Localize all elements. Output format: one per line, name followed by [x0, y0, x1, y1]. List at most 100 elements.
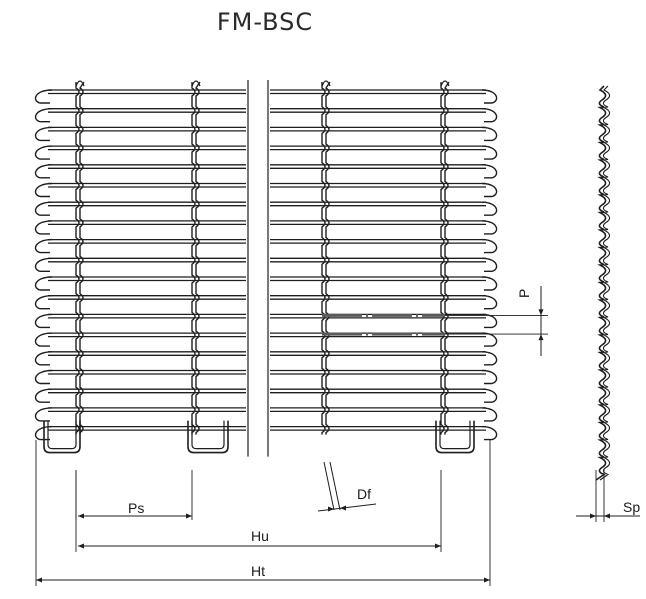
dimension-lines — [35, 286, 640, 586]
edge-hook-right — [481, 126, 498, 142]
edge-hook-left — [34, 313, 53, 329]
link-strand-outer — [195, 81, 201, 435]
hu-label: Hu — [251, 528, 269, 544]
edge-hook-right — [481, 145, 498, 160]
belt-row — [34, 220, 498, 235]
belt-row — [34, 407, 498, 422]
link-strand-outer — [325, 81, 331, 435]
edge-hook-right — [481, 332, 498, 347]
sp-label: Sp — [623, 499, 640, 515]
belt-row — [34, 369, 498, 385]
edge-hook-left — [34, 89, 53, 104]
df-dimension — [317, 503, 377, 512]
edge-hook-left — [34, 295, 53, 310]
dimension-arrow — [340, 505, 346, 511]
edge-hook-left — [34, 351, 53, 366]
belt-row — [34, 89, 498, 104]
dimension-arrow — [328, 506, 334, 512]
side-spiral-outer — [599, 85, 611, 481]
link-strand — [440, 82, 445, 435]
bottom-loop — [435, 420, 475, 454]
belt-row — [34, 295, 498, 310]
bottom-loop — [43, 420, 81, 454]
edge-hook-right — [481, 164, 498, 179]
edge-hook-left — [34, 201, 53, 216]
strand-cap — [440, 80, 450, 87]
edge-hook-right — [481, 295, 498, 310]
edge-hook-left — [34, 126, 53, 142]
belt-row — [34, 145, 498, 160]
belt-row — [34, 276, 498, 291]
edge-hook-left — [34, 108, 53, 123]
bottom-loop — [187, 420, 229, 454]
dimension-arrow — [538, 334, 544, 341]
side-spiral — [595, 85, 607, 481]
edge-hook-right — [481, 313, 498, 329]
strand-cap — [191, 80, 201, 87]
edge-hook-left — [34, 182, 53, 198]
df-label: Df — [357, 486, 371, 502]
edge-hook-left — [34, 407, 53, 422]
edge-hook-right — [481, 257, 498, 272]
edge-hook-right — [481, 388, 498, 403]
dimension-arrow — [78, 513, 84, 519]
belt-row — [34, 388, 498, 403]
link-strand — [75, 82, 80, 435]
edge-hook-left — [34, 145, 53, 160]
link-strand-outer — [79, 81, 85, 435]
edge-hook-right — [481, 238, 498, 254]
dimension-arrow — [538, 309, 544, 316]
edge-hook-right — [481, 108, 498, 123]
edge-hook-right — [481, 369, 498, 385]
edge-hook-left — [34, 257, 53, 272]
bottom-loop-inner — [47, 420, 77, 450]
df-leader — [323, 461, 335, 511]
strand-cap — [75, 80, 85, 87]
belt-row — [34, 201, 498, 216]
edge-hook-left — [34, 388, 53, 403]
dimension-arrow — [78, 543, 84, 549]
belt-row — [34, 351, 498, 366]
belt-row — [34, 126, 498, 142]
strand-cap — [321, 80, 331, 87]
dimension-arrow — [435, 543, 441, 549]
side-view — [595, 85, 611, 481]
edge-hook-left — [34, 276, 53, 291]
dimension-arrow — [590, 513, 596, 519]
p-label: P — [516, 289, 532, 298]
edge-hook-right — [481, 425, 498, 441]
ps-label: Ps — [128, 500, 144, 516]
link-strand-outer — [444, 81, 450, 435]
edge-hook-left — [34, 164, 53, 179]
edge-hook-left — [34, 425, 53, 441]
link-strand — [191, 82, 196, 435]
edge-hook-right — [481, 220, 498, 235]
belt-row — [34, 164, 498, 179]
edge-hook-right — [481, 182, 498, 198]
ht-label: Ht — [251, 563, 265, 579]
dimension-arrow — [186, 513, 192, 519]
diagram-title: FM-BSC — [216, 8, 314, 36]
front-view — [34, 80, 498, 457]
edge-hook-right — [481, 276, 498, 291]
link-strand — [321, 82, 326, 435]
belt-row — [34, 238, 498, 254]
edge-hook-right — [481, 201, 498, 216]
edge-hook-right — [481, 407, 498, 422]
edge-hook-right — [481, 351, 498, 366]
bottom-loop-inner — [191, 420, 225, 450]
belt-row — [34, 108, 498, 123]
dimension-arrow — [36, 577, 42, 583]
bottom-loop-inner — [439, 420, 471, 450]
edge-hook-right — [481, 89, 498, 104]
edge-hook-left — [34, 332, 53, 347]
edge-hook-left — [34, 238, 53, 254]
df-leader — [329, 461, 341, 511]
edge-hook-left — [34, 220, 53, 235]
dimension-arrow — [604, 513, 610, 519]
dimension-arrow — [484, 577, 490, 583]
belt-row — [34, 257, 498, 272]
belt-row — [34, 425, 498, 441]
